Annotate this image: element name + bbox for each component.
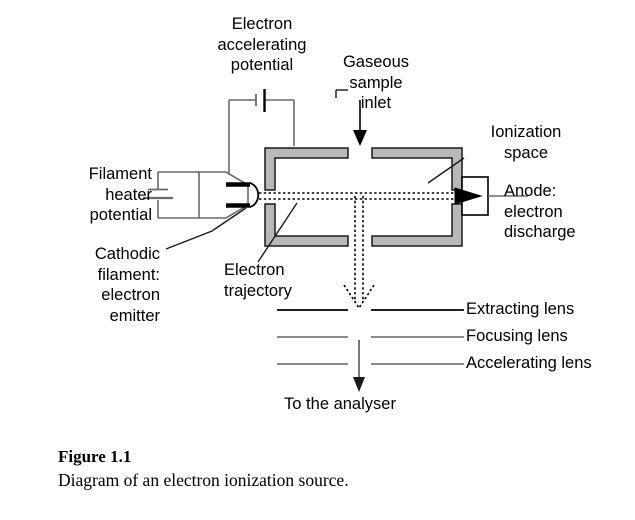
label-gaseous-sample-inlet: Gaseous sample inlet [342,53,410,112]
label-ionization-space: Ionization space [490,123,562,162]
label-focusing-lens: Focusing lens [466,327,568,345]
lens-plate-stack [277,309,464,365]
figure-caption-text: Diagram of an electron ionization source… [58,470,349,490]
label-to-the-analyser: To the analyser [284,395,396,413]
ionization-space-leader [427,157,465,184]
cathodic-filament-leader [165,207,247,250]
ion-beam-dotted-arrow [343,196,375,309]
cathodic-filament [198,171,260,219]
label-electron-trajectory: Electron trajectory [224,261,292,300]
electron-beam-dotted-line [259,192,470,200]
label-anode-electron-discharge: Anode: electron discharge [504,182,576,241]
anode-plate [454,176,528,216]
callout-leader-lines [165,157,465,263]
to-analyser-arrow [353,340,365,392]
label-extracting-lens: Extracting lens [466,300,575,318]
label-cathodic-filament-electron-emitter: Cathodic filament: electron emitter [94,245,160,325]
ionization-chamber-walls [264,147,463,247]
label-accelerating-lens: Accelerating lens [466,354,592,372]
sample-inlet-arrow [335,89,367,146]
figure-caption-title: Figure 1.1 [58,447,132,466]
filament-heater-circuit [143,171,199,219]
label-electron-accelerating-potential: Electron accelerating potential [217,15,307,74]
label-filament-heater-potential: Filament heater potential [88,165,152,224]
electron-trajectory-leader [257,202,298,263]
figure-caption: Figure 1.1 Diagram of an electron ioniza… [58,446,578,492]
accelerating-potential-circuit [228,89,295,189]
